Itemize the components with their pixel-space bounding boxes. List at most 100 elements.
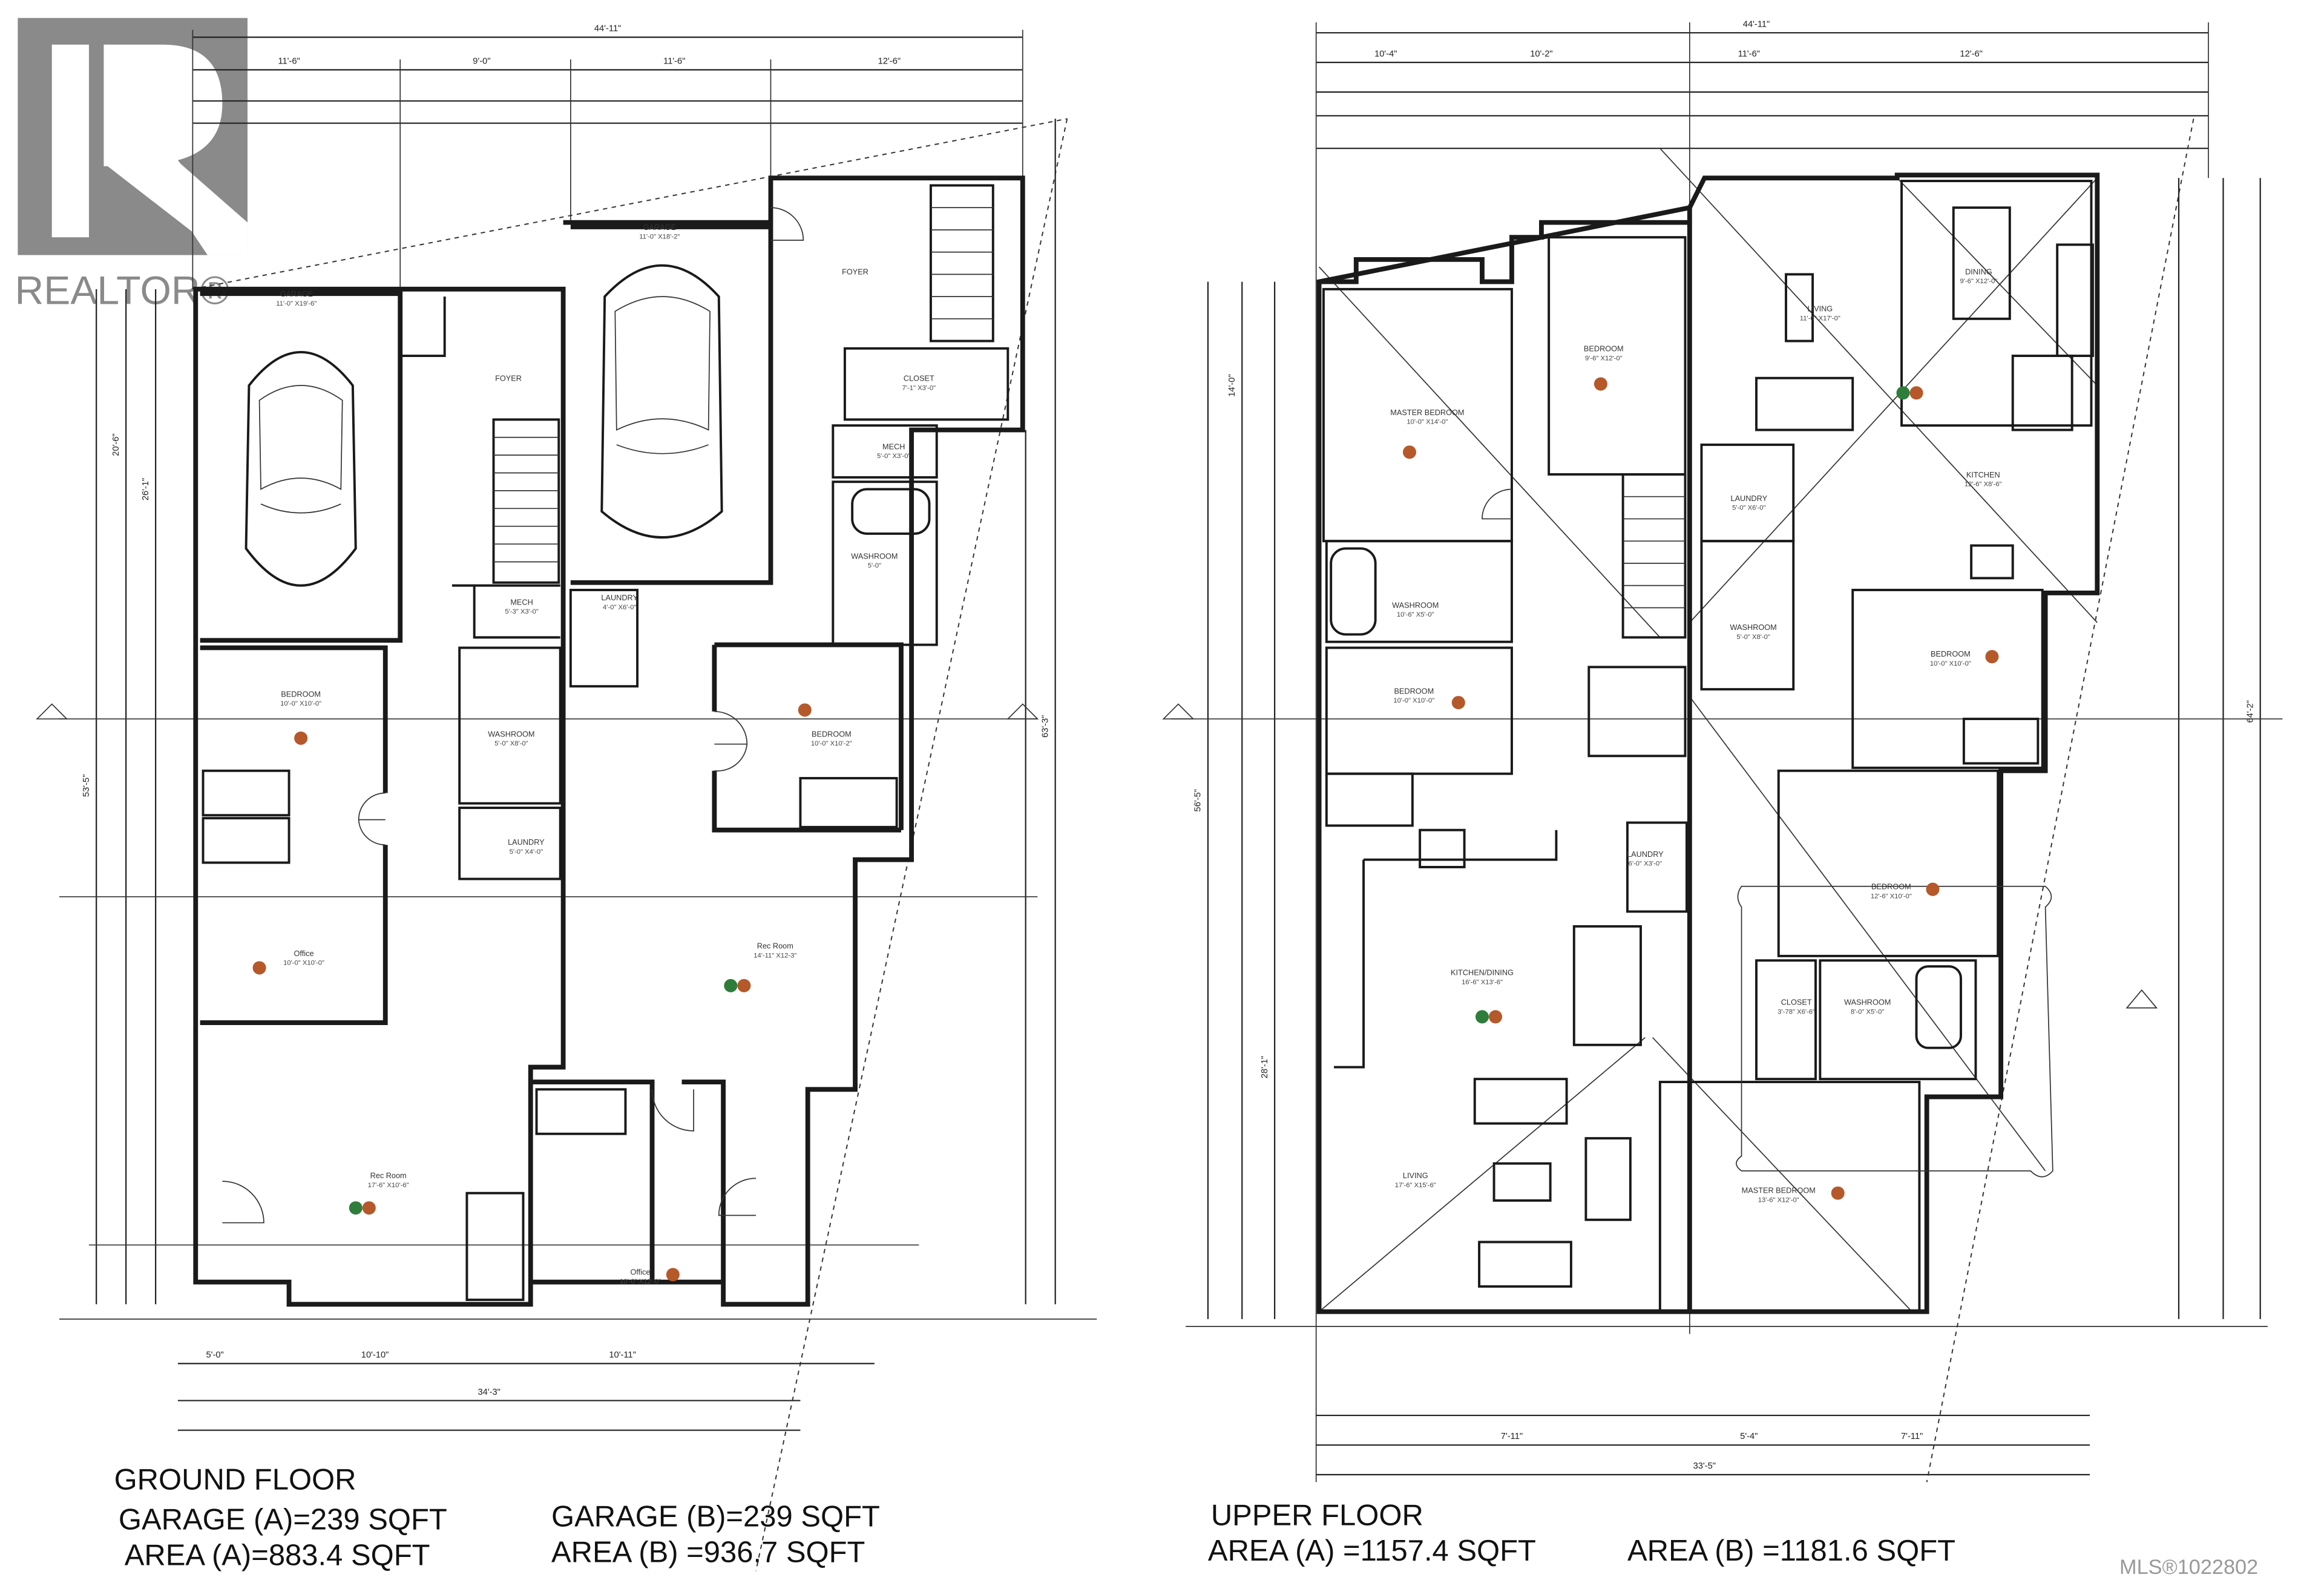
- orange-marker-dot: [294, 731, 308, 745]
- room-name: CLOSET: [904, 374, 934, 383]
- car-icon-garage-b: [600, 264, 723, 539]
- mls-number: MLS®1022802: [2119, 1556, 2258, 1579]
- room-name: Office: [630, 1267, 650, 1276]
- green-marker-dot: [349, 1201, 363, 1215]
- room-name: LAUNDRY: [1627, 850, 1664, 859]
- dimension-label: 34'-3": [478, 1388, 500, 1397]
- room-size: 5'-0" X4'-0": [510, 848, 543, 856]
- upper-area-a: AREA (A) =1157.4 SQFT: [1208, 1535, 1536, 1567]
- room-label: FOYER: [495, 374, 522, 383]
- room-label: MECH 5'-0" X3'-0": [877, 442, 910, 460]
- room-size: 9'-6" X12'-0": [1960, 278, 1998, 285]
- room-label: BEDROOM 10'-0" X10'-0": [280, 689, 321, 707]
- dimension-label: 53'-5": [82, 775, 91, 797]
- dimension-label: 12'-6": [878, 57, 901, 67]
- room-name: MASTER BEDROOM: [1742, 1186, 1816, 1195]
- room-size: 10'-0" X10'-0": [283, 960, 324, 967]
- garage-b-area: GARAGE (B)=239 SQFT: [551, 1501, 880, 1533]
- car-icon-garage-a: [245, 350, 357, 587]
- room-label: Office 10'-0" X12'-0": [620, 1267, 661, 1285]
- orange-marker-dot: [362, 1201, 376, 1215]
- room-name: WASHROOM: [488, 729, 534, 738]
- dimension-label: 33'-5": [1693, 1461, 1716, 1471]
- orange-marker-dot: [1831, 1186, 1845, 1200]
- room-size: 14'-11" X12-3": [753, 952, 796, 959]
- room-name: BEDROOM: [1394, 686, 1434, 695]
- room-name: FOYER: [495, 374, 522, 383]
- upper-floor-title: UPPER FLOOR: [1211, 1499, 1423, 1532]
- orange-marker-dot: [1985, 650, 1999, 664]
- room-name: Rec Room: [757, 942, 793, 951]
- room-label: FOYER: [842, 267, 868, 276]
- dimension-label: 44'-11": [1743, 19, 1770, 29]
- dimension-label: 11'-6": [663, 57, 685, 67]
- room-name: BEDROOM: [1931, 649, 1971, 658]
- room-name: MECH: [882, 442, 905, 451]
- room-name: LIVING: [1807, 304, 1833, 313]
- room-name: BEDROOM: [1871, 882, 1911, 891]
- room-name: KITCHEN: [1966, 470, 2000, 479]
- dimension-label: 7'-11": [1901, 1432, 1923, 1441]
- green-marker-dot: [1475, 1010, 1489, 1024]
- dimension-label: 10'-10": [361, 1351, 389, 1360]
- room-name: BEDROOM: [281, 689, 321, 698]
- orange-marker-dot: [1926, 882, 1940, 896]
- ground-floor-plan: [36, 30, 1097, 1571]
- room-size: 6'-0" X3'-0": [1629, 860, 1662, 868]
- dimension-label: 10'-4": [1374, 49, 1397, 59]
- room-size: 5'-0" X8'-0": [1736, 634, 1770, 641]
- room-name: BEDROOM: [1584, 344, 1624, 353]
- ground-floor-title: GROUND FLOOR: [114, 1464, 356, 1496]
- room-size: 10'-0" X10'-0": [1393, 697, 1434, 704]
- room-size: 8'-0" X5'-0": [1851, 1008, 1884, 1015]
- dimension-label: 12'-6": [1960, 49, 1982, 59]
- room-size: 13'-6" X12'-0": [1758, 1196, 1799, 1204]
- dimension-label: 64'-2": [2245, 700, 2255, 723]
- dimension-label: 9'-0": [473, 57, 490, 67]
- room-size: 12'-6" X10'-0": [1871, 893, 1912, 900]
- realtor-logo: REALTOR®: [15, 18, 248, 313]
- room-size: 5'-0": [868, 562, 881, 569]
- room-name: LAUNDRY: [508, 837, 545, 847]
- room-size: 17'-6" X15'-6": [1395, 1182, 1436, 1189]
- room-size: 10'-0" X12'-0": [620, 1278, 661, 1285]
- room-name: GARAGE: [280, 289, 313, 298]
- room-size: 10'-0" X14'-0": [1407, 419, 1448, 426]
- ground-area-a: AREA (A)=883.4 SQFT: [125, 1539, 430, 1571]
- dimension-label: 5'-4": [1740, 1432, 1758, 1441]
- orange-marker-dot: [1909, 386, 1923, 400]
- room-name: LAUNDRY: [601, 593, 638, 602]
- dimension-label: 7'-11": [1501, 1432, 1523, 1441]
- room-size: 7'-1" X3'-0": [902, 384, 936, 392]
- room-size: 11'-6" X17'-0": [1800, 315, 1840, 322]
- room-size: 10'-0" X10'-0": [280, 700, 321, 707]
- room-name: WASHROOM: [851, 552, 898, 561]
- room-markers: [252, 377, 1999, 1282]
- room-name: CLOSET: [1781, 998, 1812, 1007]
- dimension-label: 26'-1": [141, 478, 151, 500]
- green-marker-dot: [1896, 386, 1910, 400]
- room-size: 5'-0" X3'-0": [877, 453, 910, 460]
- orange-marker-dot: [1451, 696, 1465, 710]
- dimension-label: 14'-0": [1227, 374, 1237, 396]
- dimension-label: 10'-11": [609, 1351, 636, 1360]
